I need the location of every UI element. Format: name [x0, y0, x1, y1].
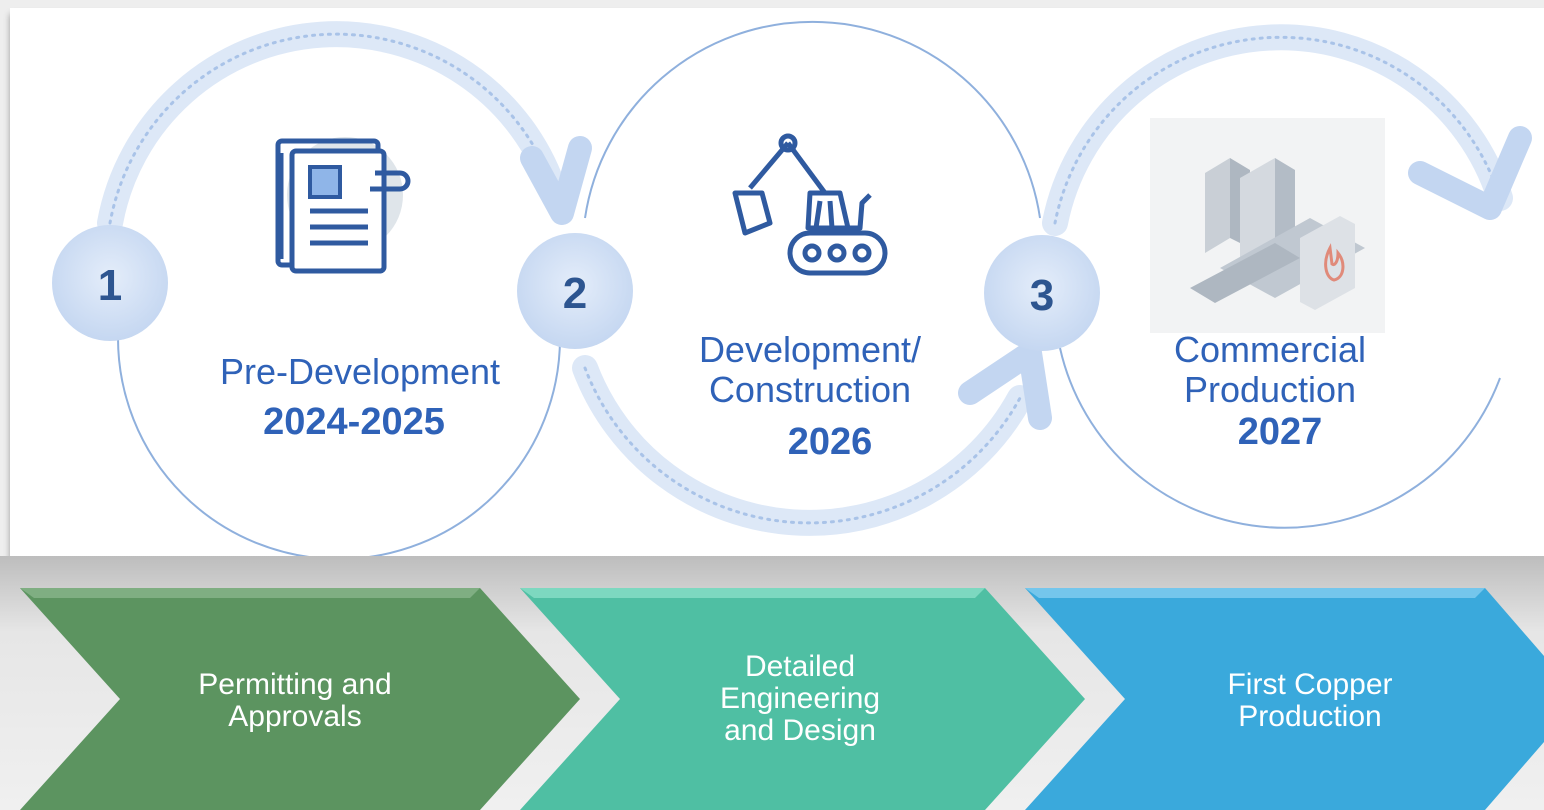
milestone-1-line1: Permitting and [198, 668, 392, 701]
lifecycle-graphic: 1 2 3 [52, 20, 1532, 556]
step-3-badge: 3 [984, 235, 1100, 351]
document-icon [275, 137, 411, 274]
dotted-arc-3 [1042, 24, 1532, 236]
milestone-2: Detailed Engineering and Design [650, 644, 950, 754]
step-1-label: Pre-Development 2024-2025 [190, 352, 530, 444]
step-3-label: Commercial Production 2027 [1130, 330, 1410, 454]
chevron-3 [1025, 588, 1544, 810]
step-2-label: Development/ Construction 2026 [660, 330, 960, 464]
ring-1 [117, 337, 561, 556]
step-3-title-line2: Production [1183, 369, 1357, 410]
step-1-title: Pre-Development [219, 351, 501, 392]
ring-2 [584, 20, 1041, 219]
step-2-title-line2: Construction [708, 369, 912, 410]
milestone-2-line3: and Design [724, 714, 876, 747]
step-3-number: 3 [1030, 271, 1054, 320]
chevron-2 [520, 588, 1085, 810]
milestone-3-line1: First Copper [1227, 668, 1393, 701]
step-2-number: 2 [563, 269, 587, 318]
lifecycle-diagram: 1 2 3 [10, 8, 1544, 556]
milestone-3-line2: Production [1238, 700, 1382, 733]
chevron-1 [20, 588, 580, 810]
milestone-2-line2: Engineering [719, 682, 881, 715]
step-1-badge: 1 [52, 225, 168, 341]
dotted-arc-2 [572, 341, 1052, 536]
milestone-3: First Copper Production [1160, 656, 1460, 746]
step-2-badge: 2 [517, 233, 633, 349]
milestone-1-line2: Approvals [228, 700, 362, 733]
step-1-number: 1 [98, 261, 122, 310]
milestone-chevrons: Permitting and Approvals Detailed Engine… [0, 556, 1544, 810]
step-3-year: 2027 [1237, 411, 1323, 453]
milestone-2-line1: Detailed [744, 650, 856, 683]
chevron-graphic [0, 556, 1544, 810]
excavator-icon [732, 133, 888, 276]
step-3-title-line1: Commercial [1173, 329, 1367, 370]
step-1-year: 2024-2025 [263, 401, 445, 443]
ring-3 [1059, 347, 1501, 529]
step-2-year: 2026 [787, 421, 873, 463]
dotted-arc-1 [97, 21, 592, 236]
factory-icon [1150, 118, 1385, 333]
milestone-1: Permitting and Approvals [140, 656, 450, 746]
step-2-title-line1: Development/ [698, 329, 922, 370]
